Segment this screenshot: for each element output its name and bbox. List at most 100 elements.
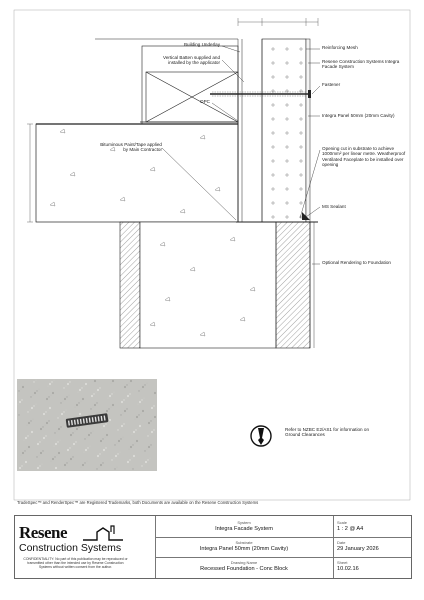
underlay-lines — [237, 39, 263, 222]
title-block: Resene Construction Systems CONFIDENTIAL… — [14, 515, 412, 579]
photo-texture-dot — [54, 466, 58, 470]
aggregate-mark — [239, 316, 246, 322]
photo-texture-dot — [75, 441, 77, 443]
photo-texture-dot — [150, 406, 154, 410]
photo-texture-dot — [32, 394, 34, 396]
sheet-label: Sheet — [337, 560, 348, 565]
photo-texture-dot — [45, 411, 47, 413]
photo-texture-dot — [123, 399, 125, 401]
photo-texture-dot — [96, 468, 98, 470]
photo-texture-dot — [38, 388, 40, 390]
photo-texture-dot — [87, 433, 91, 437]
label-fastener: Fastener — [322, 82, 341, 87]
photo-texture-dot — [132, 444, 134, 446]
photo-texture-dot — [30, 420, 32, 422]
photo-texture-dot — [54, 432, 56, 434]
aggregate-mark — [159, 241, 166, 247]
photo-texture-dot — [128, 448, 130, 450]
label-optional-rendering: Optional Rendering to Foundation — [322, 260, 391, 265]
photo-texture-dot — [68, 394, 70, 396]
photo-texture-dot — [119, 451, 121, 453]
confidentiality-note: CONFIDENTIALITY: No part of this publica… — [23, 557, 128, 569]
photo-texture-dot — [90, 394, 94, 398]
photo-texture-dot — [84, 382, 88, 386]
photo-texture-dot — [120, 424, 124, 428]
aggregate-mark — [199, 331, 206, 337]
photo-texture-dot — [62, 400, 64, 402]
aggregate-mark — [214, 186, 221, 192]
label-building-underlay: Building Underlay — [183, 42, 220, 47]
substrate-label: Substrate — [235, 540, 253, 545]
divider — [155, 557, 411, 558]
photo-texture-dot — [35, 403, 37, 405]
photo-texture-dot — [75, 427, 79, 431]
photo-texture-dot — [110, 406, 112, 408]
photo-texture-dot — [137, 403, 139, 405]
photo-texture-dot — [23, 439, 25, 441]
photo-texture-dot — [113, 391, 115, 393]
photo-texture-dot — [102, 438, 104, 440]
photo-texture-dot — [137, 427, 139, 429]
photo-texture-dot — [39, 451, 43, 455]
photo-texture-dot — [69, 433, 73, 437]
photo-texture-dot — [122, 436, 124, 438]
photo-texture-dot — [111, 393, 113, 395]
concrete-aggregate — [49, 128, 256, 337]
photo-texture-dot — [150, 430, 154, 434]
photo-texture-dot — [45, 397, 49, 401]
system-label: System — [237, 520, 251, 525]
photo-texture-dot — [59, 415, 61, 417]
photo-texture-dot — [150, 444, 152, 446]
photo-texture-dot — [102, 424, 106, 428]
vent-slot — [100, 415, 103, 422]
vent-slot — [94, 416, 97, 422]
photo-texture-dot — [138, 390, 140, 392]
photo-texture-dot — [81, 387, 83, 389]
photo-texture-dot — [27, 445, 31, 449]
photo-texture-dot — [42, 412, 46, 416]
photo-texture-dot — [122, 412, 124, 414]
photo-texture-dot — [65, 409, 67, 411]
photo-texture-dot — [21, 465, 23, 467]
photo-texture-dot — [62, 424, 64, 426]
aggregate-mark — [229, 236, 236, 242]
photo-texture-dot — [24, 460, 28, 464]
photo-texture-dot — [141, 385, 145, 389]
label-ms-sealant: MS Sealant — [322, 204, 346, 209]
aggregate-mark — [49, 201, 56, 207]
photo-texture-dot — [57, 427, 61, 431]
label-integra-panel: Integra Panel 50mm (20mm Cavity) — [322, 113, 395, 118]
detail-photo — [17, 379, 157, 471]
photo-texture-dot — [66, 448, 70, 452]
photo-texture-dot — [51, 381, 53, 383]
photo-texture-dot — [114, 454, 118, 458]
photo-texture-dot — [53, 445, 55, 447]
photo-texture-dot — [105, 433, 109, 437]
photo-texture-dot — [117, 453, 119, 455]
photo-texture-dot — [117, 429, 119, 431]
photo-texture-dot — [126, 384, 128, 386]
photo-texture-dot — [96, 454, 100, 458]
photo-texture-dot — [60, 402, 62, 404]
photo-texture-dot — [96, 402, 98, 404]
photo-texture-dot — [66, 462, 68, 464]
photo-texture-dot — [47, 409, 49, 411]
photo-texture-dot — [147, 445, 151, 449]
photo-texture-dot — [138, 424, 142, 428]
integra-panel — [261, 38, 307, 223]
photo-texture-dot — [39, 427, 43, 431]
photo-texture-dot — [134, 418, 136, 420]
photo-texture-dot — [63, 397, 67, 401]
photo-texture-dot — [138, 414, 140, 416]
photo-texture-dot — [117, 439, 121, 443]
photo-texture-dot — [102, 448, 106, 452]
photo-texture-dot — [132, 430, 136, 434]
photo-texture-dot — [114, 444, 116, 446]
photo-texture-dot — [18, 414, 20, 416]
photo-texture-dot — [129, 459, 131, 461]
photo-texture-dot — [111, 459, 113, 461]
photo-texture-dot — [126, 408, 128, 410]
photo-texture-dot — [48, 406, 52, 410]
photo-texture-dot — [140, 412, 142, 414]
fastener — [210, 90, 311, 98]
